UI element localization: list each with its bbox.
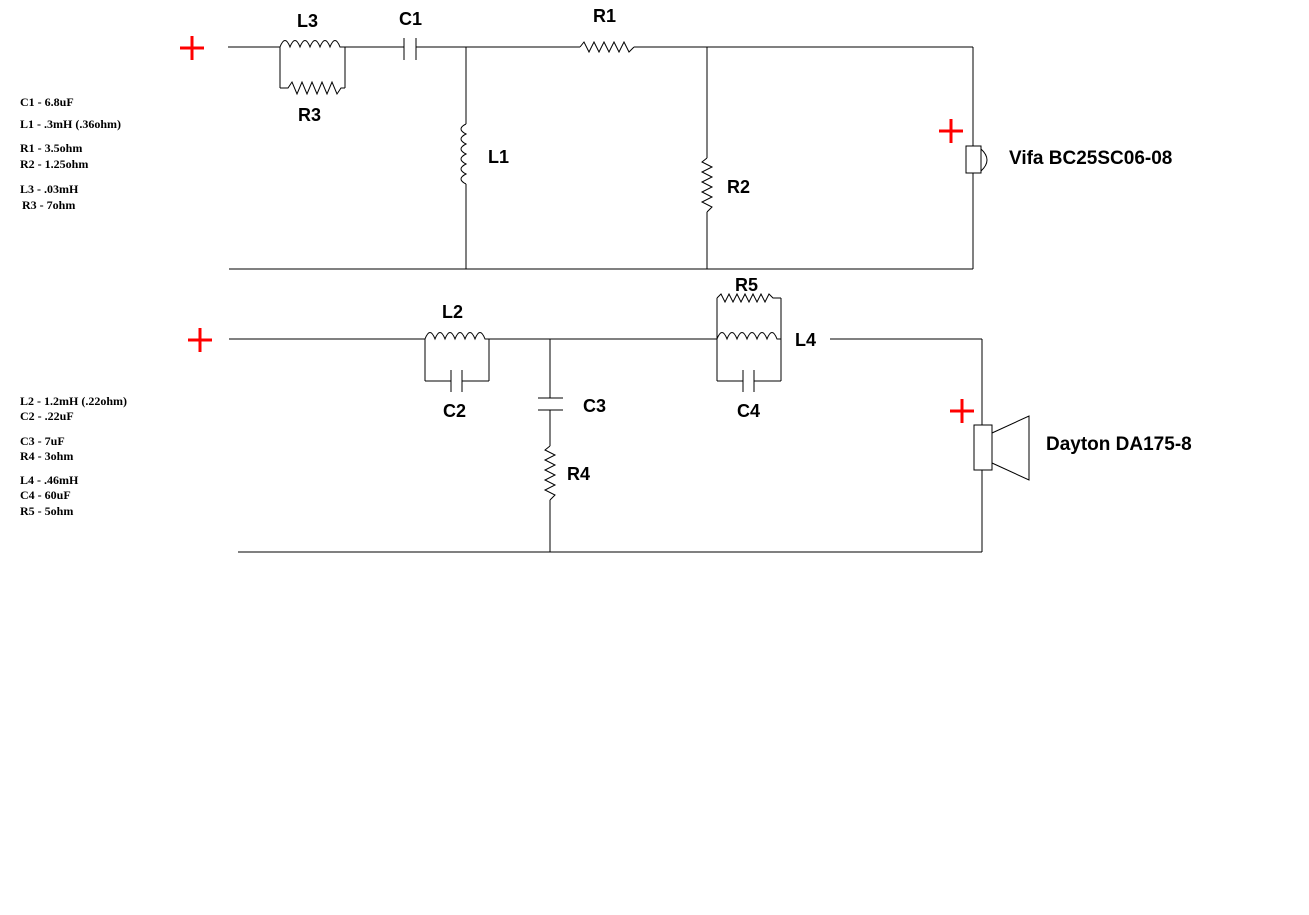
note-item: L4 - .46mH [20, 473, 79, 487]
L3-inductor [279, 40, 345, 49]
L1-inductor [460, 123, 468, 185]
C3-label: C3 [583, 396, 606, 416]
C1-capacitor [403, 38, 417, 60]
woofer-circuit: L2 C2 C3 R4 R5 L4 C4 Dayton DA175-8 L2 -… [20, 275, 1192, 553]
R4-label: R4 [567, 464, 590, 484]
L4-inductor [716, 332, 781, 341]
note-item: L3 - .03mH [20, 182, 79, 196]
tweeter-speaker-icon [965, 145, 988, 174]
note-item: R2 - 1.25ohm [20, 157, 88, 171]
tweeter-circuit: L3 C1 R1 R3 L1 R2 Vifa BC25SC06-08 C1 - … [20, 6, 1172, 270]
tweeter-input-plus [180, 36, 204, 60]
woofer-input-plus [188, 328, 212, 352]
C4-label: C4 [737, 401, 760, 421]
C2-label: C2 [443, 401, 466, 421]
L2-inductor [424, 332, 489, 341]
L2-label: L2 [442, 302, 463, 322]
L1-label: L1 [488, 147, 509, 167]
C3-capacitor [538, 397, 563, 411]
R1-resistor [579, 40, 635, 54]
note-item: L1 - .3mH (.36ohm) [20, 117, 121, 131]
R1-label: R1 [593, 6, 616, 26]
L3-label: L3 [297, 11, 318, 31]
note-item: R1 - 3.5ohm [20, 141, 82, 155]
note-item: R5 - 5ohm [20, 504, 73, 518]
R2-label: R2 [727, 177, 750, 197]
note-item: C1 - 6.8uF [20, 95, 74, 109]
L4-label: L4 [795, 330, 816, 350]
tweeter-speaker-plus [939, 119, 963, 143]
R3-resistor [280, 80, 345, 96]
R4-resistor [543, 445, 557, 501]
L2-C2-parallel [424, 332, 490, 392]
note-item: C4 - 60uF [20, 488, 71, 502]
R3-label: R3 [298, 105, 321, 125]
R5-L4-C4-parallel [716, 292, 782, 392]
note-item: C2 - .22uF [20, 409, 74, 423]
note-item: L2 - 1.2mH (.22ohm) [20, 394, 127, 408]
note-item: C3 - 7uF [20, 434, 65, 448]
woofer-speaker-name: Dayton DA175-8 [1046, 434, 1192, 455]
tweeter-parts-list: C1 - 6.8uF L1 - .3mH (.36ohm) R1 - 3.5oh… [20, 95, 121, 212]
C1-label: C1 [399, 9, 422, 29]
woofer-speaker-icon [973, 415, 1030, 481]
woofer-parts-list: L2 - 1.2mH (.22ohm) C2 - .22uF C3 - 7uF … [20, 394, 127, 518]
R2-resistor [700, 157, 714, 213]
woofer-speaker-plus [950, 399, 974, 423]
R5-label: R5 [735, 275, 758, 295]
note-item: R4 - 3ohm [20, 449, 73, 463]
tweeter-speaker-name: Vifa BC25SC06-08 [1009, 148, 1172, 169]
R5-resistor [716, 292, 781, 304]
L3-R3-parallel [279, 40, 346, 96]
note-item: R3 - 7ohm [22, 198, 75, 212]
